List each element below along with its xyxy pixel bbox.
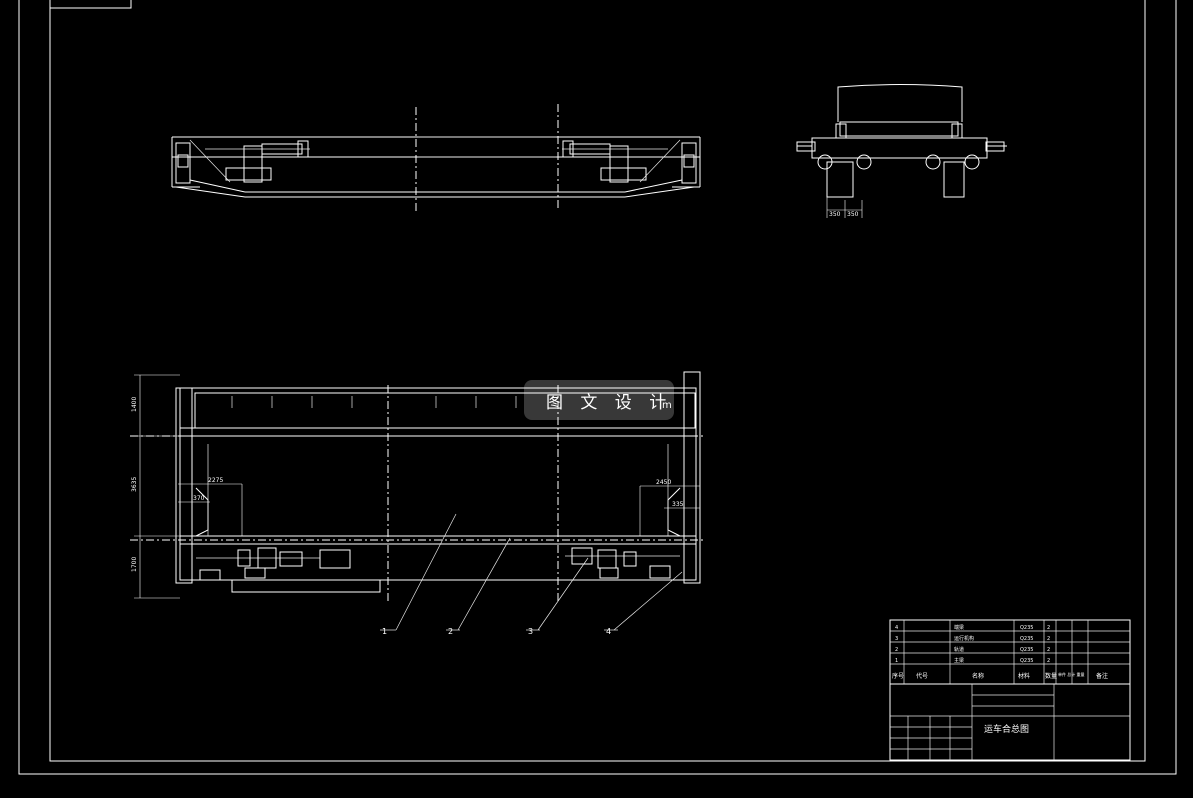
dim-left-h2: 370 (193, 495, 205, 502)
dim-right-h1: 2450 (656, 479, 671, 486)
part-row-2-name: 轨道 (954, 646, 964, 653)
part-row-1-name: 主梁 (954, 657, 964, 664)
header-material: 材料 (1018, 672, 1030, 680)
title-block: 4 端梁 Q235 2 3 运行机构 Q235 2 2 轨道 Q235 2 1 … (889, 619, 1131, 761)
part-row-4-qty: 2 (1047, 625, 1050, 631)
dim-left-1: 1400 (131, 397, 138, 412)
callout-4: 4 (606, 627, 611, 636)
drawing-title: 运车合总图 (984, 723, 1029, 735)
header-weight: 单件 总计 重量 (1058, 671, 1085, 677)
side-dimension-2: 350 (847, 211, 859, 218)
front-view (171, 104, 701, 212)
corner-tab (49, 0, 132, 9)
watermark-tail: m (662, 400, 672, 411)
watermark-badge: 图 文 设 计 m (524, 380, 674, 420)
dim-left-3: 1700 (131, 557, 138, 572)
callout-2: 2 (448, 627, 453, 636)
part-row-2-no: 2 (895, 647, 898, 653)
part-row-1-material: Q235 (1020, 658, 1033, 664)
outer-border (18, 0, 1177, 775)
dim-left-h1: 2275 (208, 477, 223, 484)
part-row-4-no: 4 (895, 625, 898, 631)
part-row-3-name: 运行机构 (954, 635, 974, 642)
part-row-3-material: Q235 (1020, 636, 1033, 642)
header-note: 备注 (1096, 672, 1108, 680)
part-row-3-qty: 2 (1047, 636, 1050, 642)
header-name: 名称 (972, 672, 984, 680)
part-row-2-qty: 2 (1047, 647, 1050, 653)
part-row-1-qty: 2 (1047, 658, 1050, 664)
part-row-1-no: 1 (895, 658, 898, 664)
part-row-4-name: 端梁 (954, 624, 964, 631)
part-row-4-material: Q235 (1020, 625, 1033, 631)
inner-border (49, 0, 1146, 762)
side-view: 350 350 (796, 84, 1007, 218)
callout-3: 3 (528, 627, 533, 636)
part-row-2-material: Q235 (1020, 647, 1033, 653)
part-row-3-no: 3 (895, 636, 898, 642)
side-dimension-1: 350 (829, 211, 841, 218)
header-seq: 序号 (892, 672, 904, 680)
plan-view: 1400 3635 1700 2275 370 2450 335 1 2 3 4 (130, 371, 706, 636)
dim-right-h2: 335 (672, 501, 684, 508)
callout-1: 1 (382, 627, 387, 636)
header-code: 代号 (916, 672, 928, 680)
dim-left-2: 3635 (131, 477, 138, 492)
watermark-text: 图 文 设 计 (546, 393, 673, 413)
header-qty: 数量 (1045, 672, 1057, 680)
